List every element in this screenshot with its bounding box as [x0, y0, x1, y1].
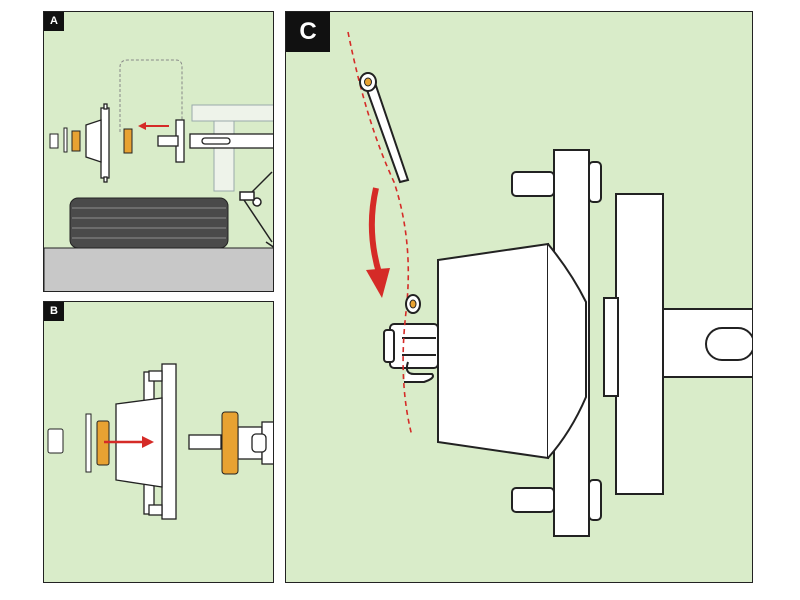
panel-c-cotter-pin: C	[285, 11, 753, 583]
panel-a-hub-removal: A	[43, 11, 274, 292]
insertion-guide	[347, 31, 413, 437]
red-arrow-icon	[138, 122, 169, 130]
cotter-pin-icon	[359, 72, 410, 184]
washer	[63, 127, 68, 153]
red-arrow-icon	[366, 187, 390, 298]
jack-stand	[239, 171, 273, 248]
hub	[85, 103, 110, 183]
axle	[615, 193, 752, 495]
inner-bearing	[123, 128, 133, 154]
axle	[157, 119, 273, 163]
panel-a-label: A	[44, 12, 64, 31]
hub	[437, 149, 619, 537]
castle-nut	[383, 323, 439, 369]
panel-a-illustration	[44, 59, 273, 291]
inner-bearing	[221, 411, 239, 475]
castle-nut	[49, 133, 59, 149]
panel-b-illustration	[47, 363, 273, 520]
spindle	[188, 421, 273, 465]
red-arrow-icon	[104, 436, 154, 448]
tire	[69, 197, 229, 249]
panel-b-bearing-install: B	[43, 301, 274, 583]
panel-c-label: C	[286, 12, 330, 52]
washer	[85, 413, 92, 473]
ground	[44, 247, 273, 291]
panel-b-label: B	[44, 302, 64, 321]
inserted-cotter-pin	[404, 294, 434, 383]
fender-outline	[119, 59, 183, 132]
castle-nut	[47, 428, 64, 454]
outer-bearing	[71, 130, 81, 152]
panel-c-illustration	[347, 31, 752, 537]
